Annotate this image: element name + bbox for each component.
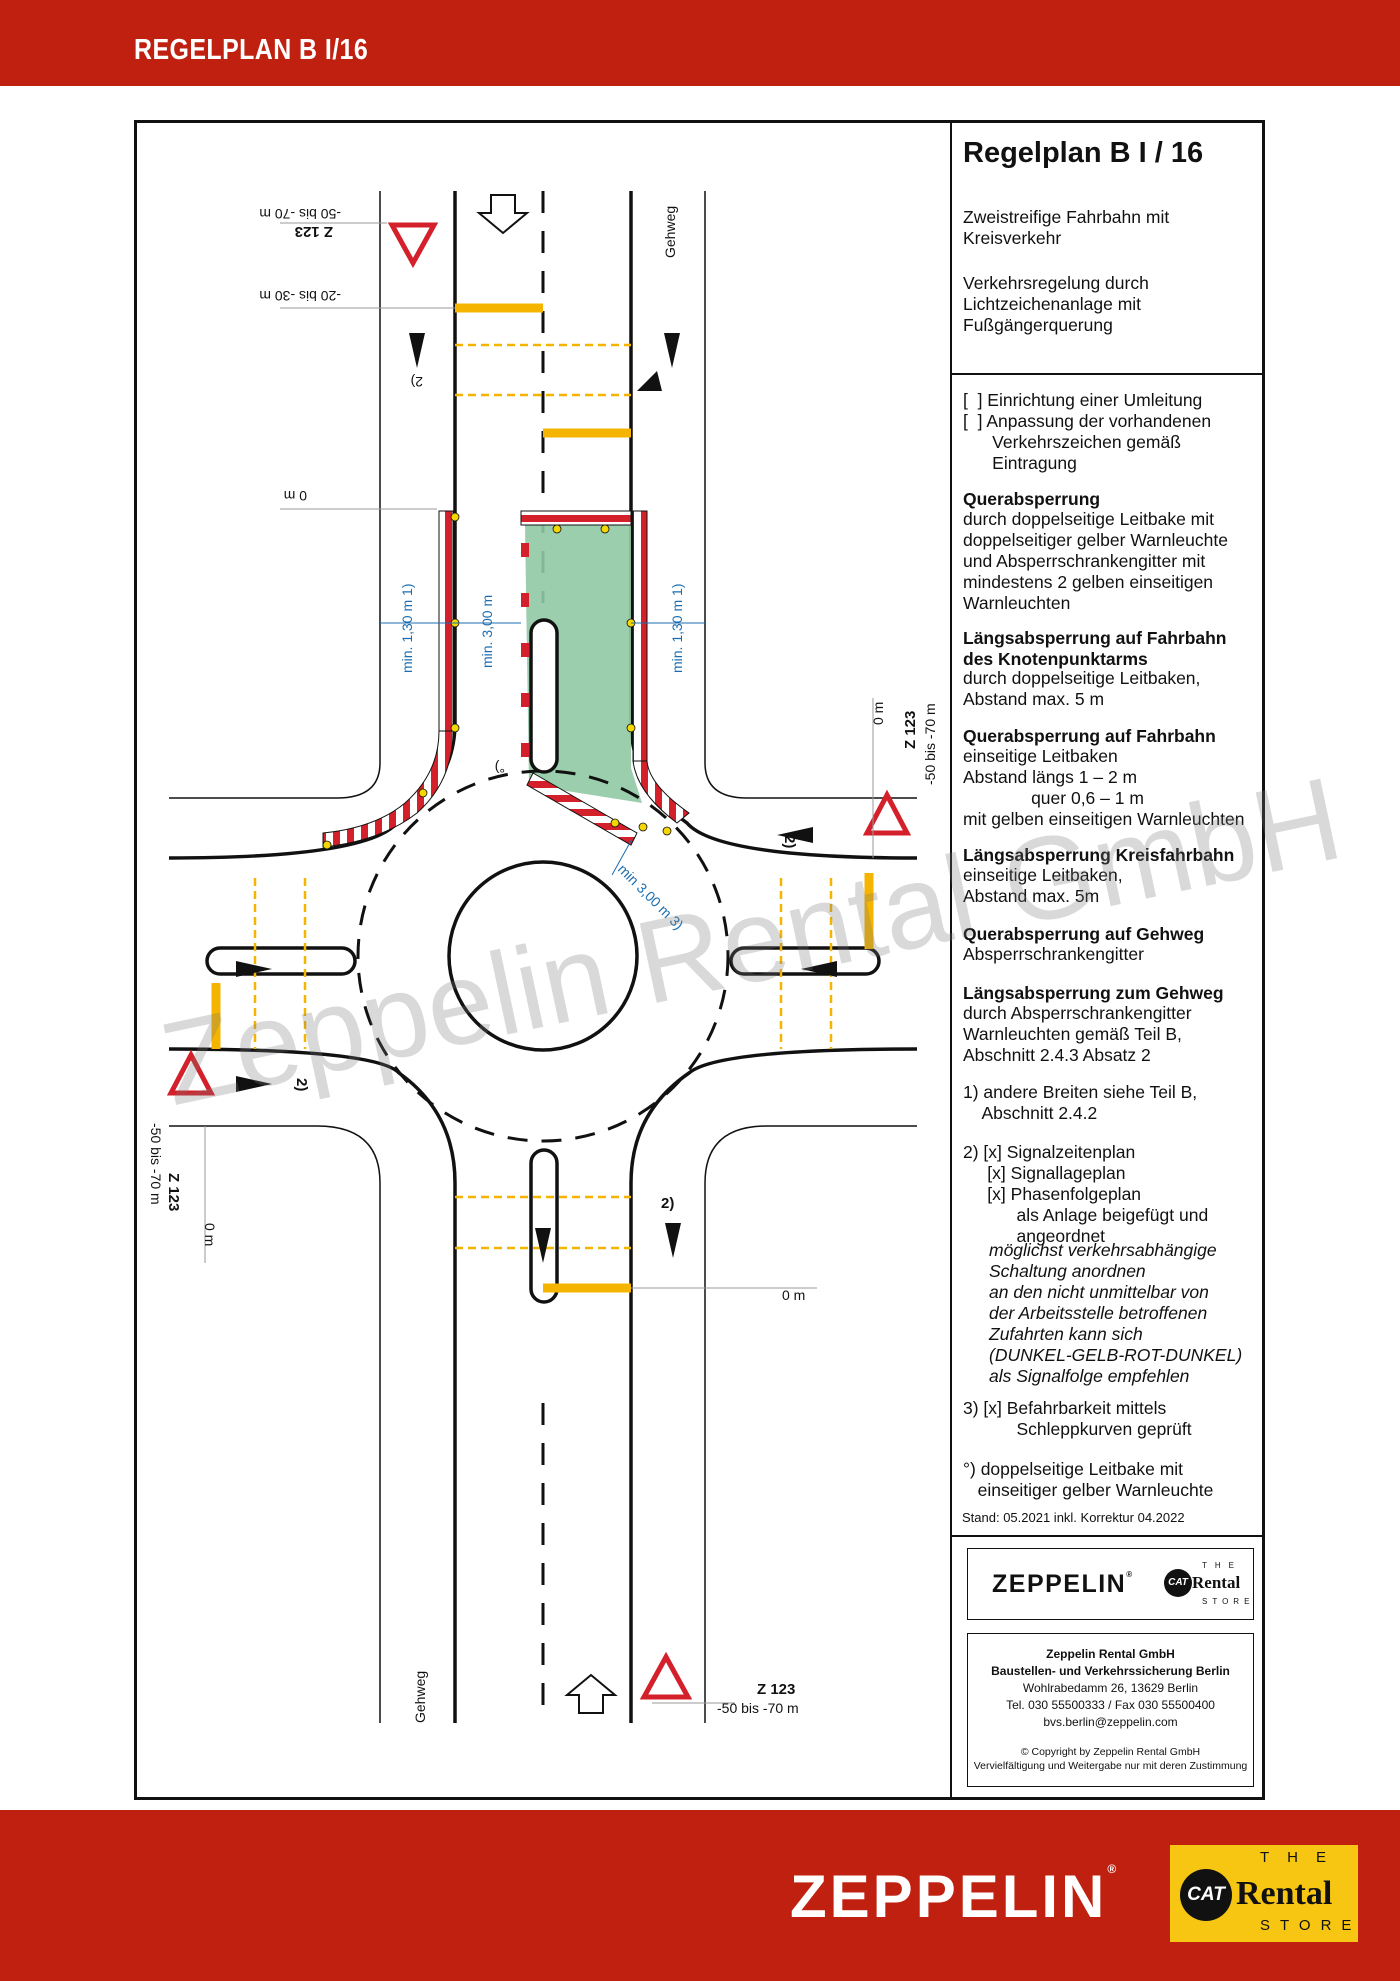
distance-label: -50 bis -70 m bbox=[259, 206, 341, 222]
plan-frame bbox=[134, 120, 1265, 1800]
splitter-island-south bbox=[529, 1148, 559, 1304]
page-title: REGELPLAN B I/16 bbox=[134, 34, 369, 66]
copyright: © Copyright by Zeppelin Rental GmbH bbox=[1020, 1746, 1201, 1758]
sidewalk-label: Gehweg bbox=[412, 1671, 428, 1723]
section-heading: Querabsperrung auf Fahrbahn bbox=[963, 726, 1216, 746]
note-label: °) bbox=[495, 760, 505, 776]
checkbox-list: [ ] Einrichtung einer Umleitung [ ] Anpa… bbox=[963, 390, 1212, 473]
panel-separator bbox=[952, 373, 1262, 375]
section-heading: Querabsperrung bbox=[963, 489, 1101, 509]
sign-label: Z 123 bbox=[902, 711, 919, 749]
distance-label: -50 bis -70 m bbox=[922, 703, 938, 785]
footer-band bbox=[0, 1810, 1400, 1981]
width-label: min. 1,30 m 1) bbox=[669, 584, 685, 673]
stop-lines bbox=[211, 303, 874, 1293]
plan-subtitle-2: Verkehrsregelung durch Lichtzeichenanlag… bbox=[963, 273, 1149, 335]
width-label: min. 3,00 m bbox=[479, 595, 495, 668]
warning-lights bbox=[322, 512, 672, 850]
sign-label: Z 123 bbox=[165, 1173, 182, 1211]
footnote-2-italic: möglichst verkehrsabhängige Schaltung an… bbox=[989, 1240, 1243, 1386]
section-text: durch doppelseitige Leitbake mit doppels… bbox=[963, 509, 1228, 613]
zeppelin-wordmark: ZEPPELIN® bbox=[992, 1570, 1134, 1598]
width-dimensions bbox=[380, 622, 705, 876]
note-label: 2) bbox=[781, 835, 798, 848]
roundabout-plan: -50 bis -70 m Z 123 -20 bis -30 m 0 m 2)… bbox=[148, 191, 938, 1723]
section-text: einseitige Leitbaken, Abstand max. 5m bbox=[963, 865, 1123, 906]
company-phone: Tel. 030 55500333 / Fax 030 55500400 bbox=[1006, 1698, 1215, 1712]
distance-label: -50 bis -70 m bbox=[717, 1700, 799, 1716]
dimension-lines bbox=[204, 222, 874, 1704]
cat-rental-logo: CAT THE Rental STORE bbox=[1164, 1561, 1249, 1607]
section-text: Absperrschrankengitter bbox=[963, 944, 1144, 964]
section-text: durch Absperrschrankengitter Warnleuchte… bbox=[963, 1003, 1192, 1065]
footnote-3: 3) [x] Befahrbarkeit mittels Schleppkurv… bbox=[963, 1398, 1192, 1439]
address-box: Zeppelin Rental GmbH Baustellen- und Ver… bbox=[967, 1633, 1254, 1787]
circulating-lane bbox=[356, 769, 730, 1143]
company-division: Baustellen- und Verkehrssicherung Berlin bbox=[991, 1664, 1230, 1678]
footnote-2: 2) [x] Signalzeitenplan [x] Signallagepl… bbox=[963, 1142, 1209, 1246]
copyright-note: Vervielfältigung und Weitergabe nur mit … bbox=[973, 1760, 1248, 1772]
section-text: einseitige Leitbaken Abstand längs 1 – 2… bbox=[963, 746, 1245, 829]
central-island bbox=[447, 860, 639, 1052]
company-email: bvs.berlin@zeppelin.com bbox=[1043, 1715, 1178, 1729]
width-label: min. 1,30 m 1) bbox=[399, 584, 415, 673]
distance-label: -20 bis -30 m bbox=[259, 288, 341, 304]
zero-label: 0 m bbox=[870, 702, 886, 725]
note-label: 2) bbox=[661, 1195, 674, 1212]
note-label: 2) bbox=[411, 374, 423, 390]
header-band bbox=[0, 0, 1400, 86]
panel-divider bbox=[950, 122, 952, 1798]
zero-label: 0 m bbox=[284, 488, 307, 504]
footer-cat-rental-logo: THE CAT Rental STORE bbox=[1170, 1845, 1358, 1942]
company-name: Zeppelin Rental GmbH bbox=[1046, 1647, 1175, 1661]
arrow-up-icon bbox=[564, 1673, 618, 1714]
sign-label: Z 123 bbox=[757, 1681, 795, 1698]
arrow-down-icon bbox=[476, 194, 530, 235]
section-heading: Längsabsperrung zum Gehweg bbox=[963, 983, 1224, 1003]
section-heading: Querabsperrung auf Gehweg bbox=[963, 924, 1205, 944]
barrier-posts bbox=[521, 543, 529, 757]
revision-date: Stand: 05.2021 inkl. Korrektur 04.2022 bbox=[962, 1510, 1185, 1525]
sidewalk-label: Gehweg bbox=[662, 206, 678, 258]
traffic-signal-icon bbox=[236, 333, 837, 1263]
footnote-1: 1) andere Breiten siehe Teil B, Abschnit… bbox=[963, 1082, 1198, 1123]
barrier-line bbox=[322, 510, 690, 848]
panel-separator bbox=[952, 1535, 1262, 1537]
zero-label: 0 m bbox=[202, 1223, 218, 1246]
warning-sign-icon bbox=[166, 222, 912, 1700]
zeppelin-logo-box: ZEPPELIN® CAT THE Rental STORE bbox=[967, 1548, 1254, 1620]
note-label: 2) bbox=[293, 1078, 310, 1091]
sign-label: Z 123 bbox=[295, 223, 333, 240]
footer-zeppelin-wordmark: ZEPPELIN® bbox=[790, 1862, 1117, 1930]
splitter-island-north bbox=[529, 618, 559, 774]
footnote-4: °) doppelseitige Leitbake mit einseitige… bbox=[963, 1459, 1214, 1500]
distance-label: -50 bis -70 m bbox=[148, 1123, 164, 1205]
company-street: Wohlrabedamm 26, 13629 Berlin bbox=[1022, 1681, 1199, 1695]
splitter-island-east bbox=[729, 946, 881, 976]
section-text: durch doppelseitige Leitbaken, Abstand m… bbox=[963, 668, 1201, 709]
plan-subtitle: Zweistreifige Fahrbahn mit Kreisverkehr bbox=[963, 207, 1170, 248]
plan-title: Regelplan B I / 16 bbox=[963, 137, 1204, 169]
zero-label: 0 m bbox=[782, 1287, 805, 1303]
section-heading: Längsabsperrung auf Fahrbahn des Knotenp… bbox=[963, 628, 1227, 669]
section-heading: Längsabsperrung Kreisfahrbahn bbox=[963, 845, 1235, 865]
